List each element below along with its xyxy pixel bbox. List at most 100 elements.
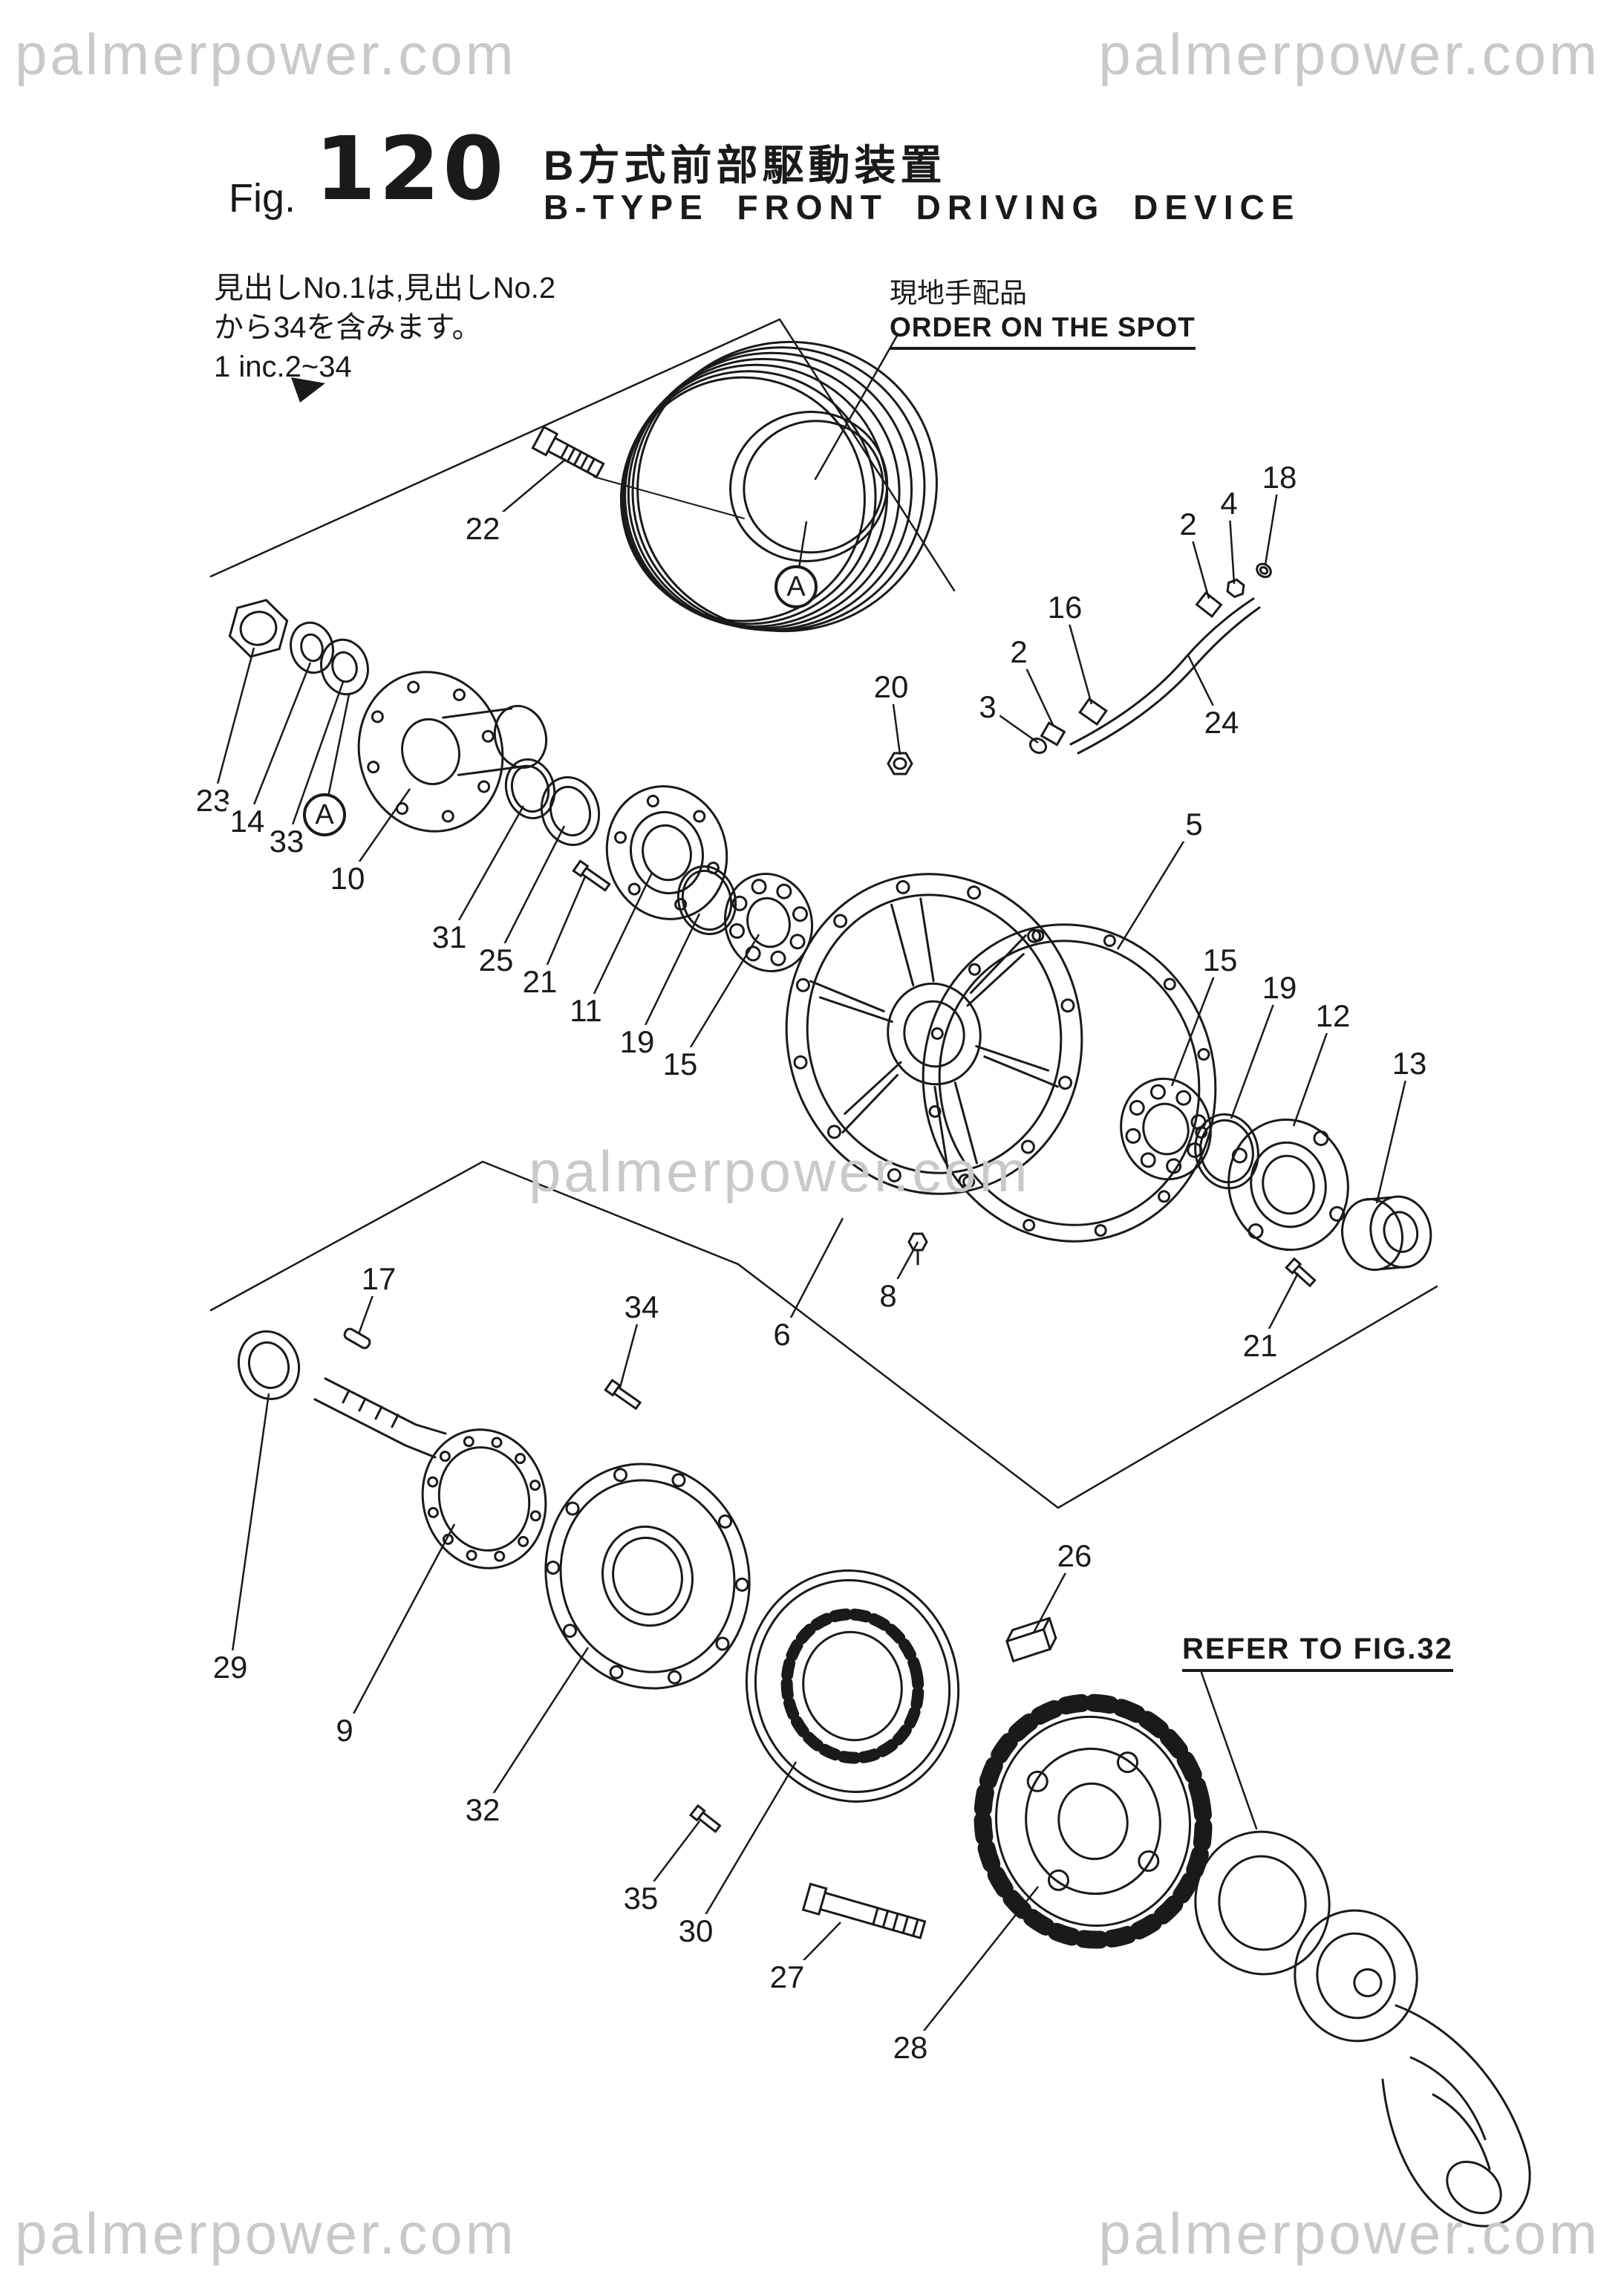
bolt-34-drawing [604,1379,642,1410]
figure-number: 120 [315,117,507,220]
leader-line-25-7 [495,825,566,961]
callout-31-6: 31 [428,920,471,955]
bolt-8-drawing [907,1232,928,1266]
bearing-15-drawing [723,873,814,972]
callout-21-25: 21 [1239,1328,1282,1364]
callout-5-20: 5 [1181,807,1207,842]
callout-26-37: 26 [1053,1538,1096,1574]
bolt-35-drawing [688,1803,722,1833]
inclusion-note-line2: から34を含みます。 [214,310,482,344]
bolt-21b-drawing [1285,1257,1317,1287]
insert-26-drawing [1005,1617,1057,1663]
bolt-27-drawing [801,1882,927,1939]
callout-17-28: 17 [357,1261,400,1297]
figure-prefix: Fig. [229,176,296,221]
leader-line-29-30 [229,1393,270,1668]
callout-19-10: 19 [616,1024,659,1060]
axle-assembly-drawing [1194,1830,1531,2228]
tire-drawing [619,340,938,633]
nut-23-drawing [228,599,289,658]
bolt-axis-line [593,476,745,519]
gasket-5-drawing [922,923,1217,1243]
figure-title-english: B-TYPE FRONT DRIVING DEVICE [544,188,1301,227]
bolt-22-drawing [531,425,605,478]
leader-line-5-20 [1116,824,1196,950]
callout-15-11: 15 [659,1047,702,1082]
gear-28-drawing [974,1694,1213,1949]
callout-19-22: 19 [1258,970,1301,1006]
seal-25-drawing [540,775,601,847]
snapring-19b-drawing [1194,1113,1259,1190]
leader-line-23-1 [212,647,255,801]
leader-line-12-23 [1292,1015,1334,1127]
leader-line-15-21 [1170,960,1222,1087]
callout-2-14: 2 [1006,634,1031,670]
leader-line-9-31 [343,1523,456,1731]
watermark-bottom-right: palmerpower.com [1098,2201,1600,2266]
matchmark-A-38: A [775,565,818,608]
callout-20-12: 20 [870,669,913,705]
group-boundary-upper [209,318,956,592]
callout-21-8: 21 [518,964,561,1000]
leader-line-11-9 [584,872,653,1012]
coupling-30-drawing [745,1569,960,1803]
order-note-english: ORDER ON THE SPOT [890,310,1196,350]
callout-35-33: 35 [619,1881,662,1916]
callout-32-32: 32 [461,1792,504,1828]
order-on-spot-note: 現地手配品 ORDER ON THE SPOT [890,276,1196,350]
refer-leader-line [1200,1671,1258,1830]
callout-18-18: 18 [1258,460,1301,495]
callout-14-2: 14 [226,804,269,839]
watermark-top-left: palmerpower.com [15,22,517,87]
snapring-19-drawing [676,865,737,936]
callout-16-15: 16 [1043,590,1086,625]
watermark-middle: palmerpower.com [529,1139,1031,1204]
callout-22-0: 22 [461,511,504,547]
housing-12-drawing [1227,1118,1349,1252]
callout-9-31: 9 [332,1713,357,1748]
watermark-bottom-left: palmerpower.com [15,2201,517,2266]
inclusion-note: 見出しNo.1は,見出しNo.2 から34を含みます。 1 inc.2~34 [214,269,555,386]
leader-line-19-10 [636,913,701,1043]
callout-30-34: 30 [674,1913,717,1949]
callout-28-36: 28 [889,2030,932,2066]
washer-33-drawing [320,638,369,696]
callout-12-23: 12 [1311,998,1354,1034]
hub-10-drawing [357,671,548,833]
callout-33-3: 33 [265,824,308,859]
matchmark-A-4: A [303,793,346,836]
callout-23-1: 23 [192,783,235,819]
callout-4-17: 4 [1216,486,1242,521]
order-note-japanese: 現地手配品 [890,278,1027,308]
callout-29-30: 29 [209,1650,252,1685]
leader-line-15-11 [679,934,760,1065]
leader-line-31-6 [448,805,525,938]
figure-title-japanese: B方式前部駆動装置 [544,142,947,189]
leader-line-6-27 [780,1217,844,1335]
callout-2-16: 2 [1175,507,1201,542]
disc-32-drawing [544,1463,751,1690]
callout-15-21: 15 [1199,943,1242,978]
leader-line-30-34 [694,1761,798,1932]
inclusion-note-line1: 見出しNo.1は,見出しNo.2 [214,272,556,305]
bolt-21-drawing [572,859,611,892]
plug-20-drawing [887,752,913,775]
shaft-group-drawing [237,1327,547,1569]
pipe-assembly-drawing [1028,562,1272,755]
refer-to-fig-note: REFER TO FIG.32 [1182,1633,1453,1672]
callout-11-9: 11 [566,993,606,1029]
callout-6-27: 6 [769,1317,795,1353]
callout-25-7: 25 [475,943,518,978]
callout-27-35: 27 [766,1959,809,1995]
callout-3-13: 3 [975,689,1000,725]
callout-13-24: 13 [1388,1046,1431,1081]
leader-line-13-24 [1375,1063,1411,1204]
order-leader-line [814,334,899,481]
main-housing-drawing [785,873,1083,1195]
leader-line-14-2 [246,662,312,822]
leader-line-19-22 [1230,987,1281,1119]
leader-line-33-3 [285,681,345,842]
